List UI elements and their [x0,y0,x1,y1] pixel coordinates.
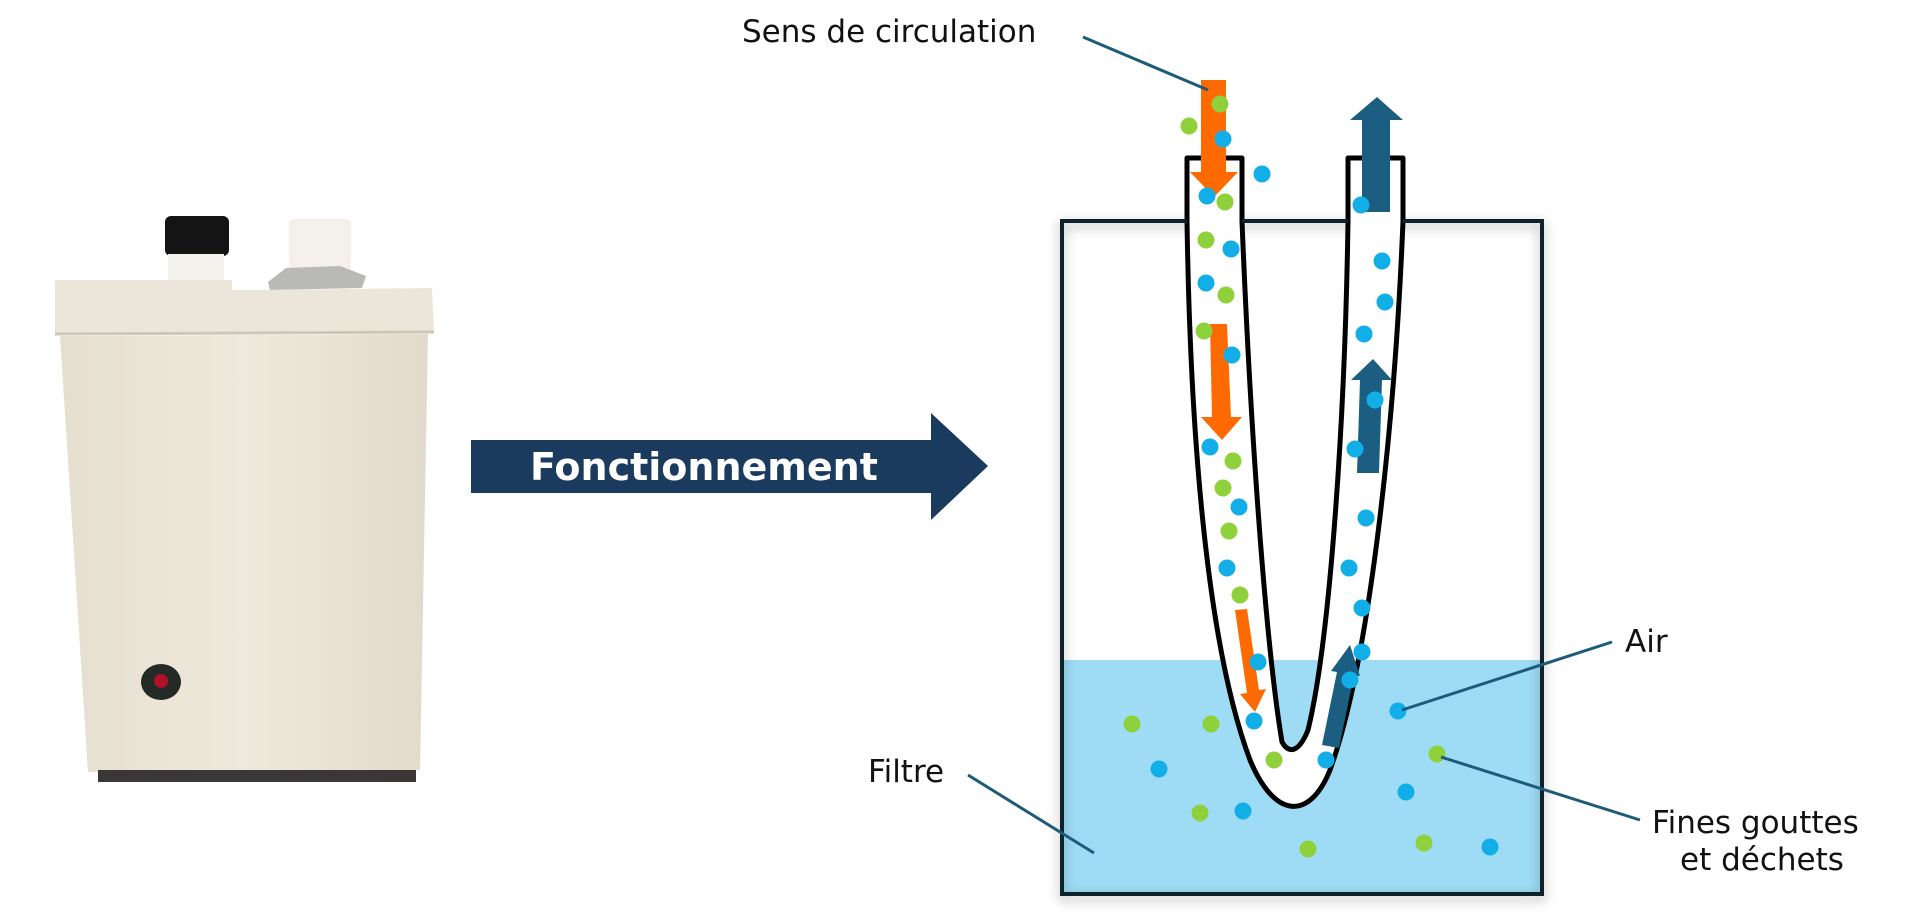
droplet-particle [1220,522,1238,540]
droplet-particle [1123,715,1141,733]
air-particle [1150,760,1168,778]
air-particle [1352,196,1370,214]
air-particle [1317,751,1335,769]
air-particle [1366,391,1384,409]
device-white-connector [289,219,351,279]
inflow-arrow-mid [1201,324,1242,440]
label-filter: Filtre [868,754,944,790]
air-particle [1376,293,1394,311]
particles [1123,95,1499,858]
arrow-label: Fonctionnement [530,445,878,489]
droplet-particle [1265,751,1283,769]
flow-arrows [1190,80,1403,748]
device-red-light [154,674,168,688]
label-air: Air [1625,624,1668,660]
filter-tank [1060,155,1544,896]
outflow-arrow-top [1350,97,1403,212]
droplet-particle [1197,231,1215,249]
outflow-arrow-low [1322,645,1360,748]
device-black-cap [165,216,229,256]
air-particle [1218,559,1236,577]
air-particle [1355,325,1373,343]
air-particle [1198,187,1216,205]
air-particle [1223,346,1241,364]
device-illustration [54,216,435,782]
air-particle [1230,498,1248,516]
droplet-particle [1428,745,1446,763]
droplet-particle [1415,834,1433,852]
droplet-particle [1214,479,1232,497]
droplet-particle [1202,715,1220,733]
droplet-particle [1299,840,1317,858]
air-particle [1373,252,1391,270]
leader-air [1401,640,1613,712]
air-particle [1234,802,1252,820]
leader-filter [967,773,1095,855]
label-droplets-line1: Fines gouttes [1652,805,1859,841]
leader-lines [967,35,1641,855]
air-particle [1214,130,1232,148]
droplet-particle [1224,452,1242,470]
air-particle [1245,712,1263,730]
label-circulation: Sens de circulation [742,14,1036,50]
air-particle [1346,440,1364,458]
droplet-particle [1191,804,1209,822]
leader-circulation [1082,35,1209,92]
air-particle [1353,643,1371,661]
air-particle [1481,838,1499,856]
air-particle [1253,165,1271,183]
device-base [98,770,416,782]
arrow-shape [471,413,988,520]
device-body [60,334,428,772]
droplet-particle [1231,586,1249,604]
air-particle [1201,438,1219,456]
device-metal-clip [268,266,366,290]
fonctionnement-arrow: Fonctionnement [471,413,988,520]
leader-droplets [1440,755,1641,822]
air-particle [1249,653,1267,671]
device-lid-edge [54,330,435,336]
droplet-particle [1217,286,1235,304]
air-particle [1357,509,1375,527]
droplet-particle [1195,322,1213,340]
droplet-particle [1211,95,1229,113]
air-particle [1341,671,1359,689]
air-particle [1353,599,1371,617]
device-lid [55,280,434,334]
air-particle [1389,702,1407,720]
droplet-particle [1216,193,1234,211]
droplet-particle [1180,117,1198,135]
air-particle [1340,559,1358,577]
air-particle [1197,274,1215,292]
air-particle [1397,783,1415,801]
label-droplets-line2: et déchets [1680,842,1844,878]
air-particle [1222,240,1240,258]
